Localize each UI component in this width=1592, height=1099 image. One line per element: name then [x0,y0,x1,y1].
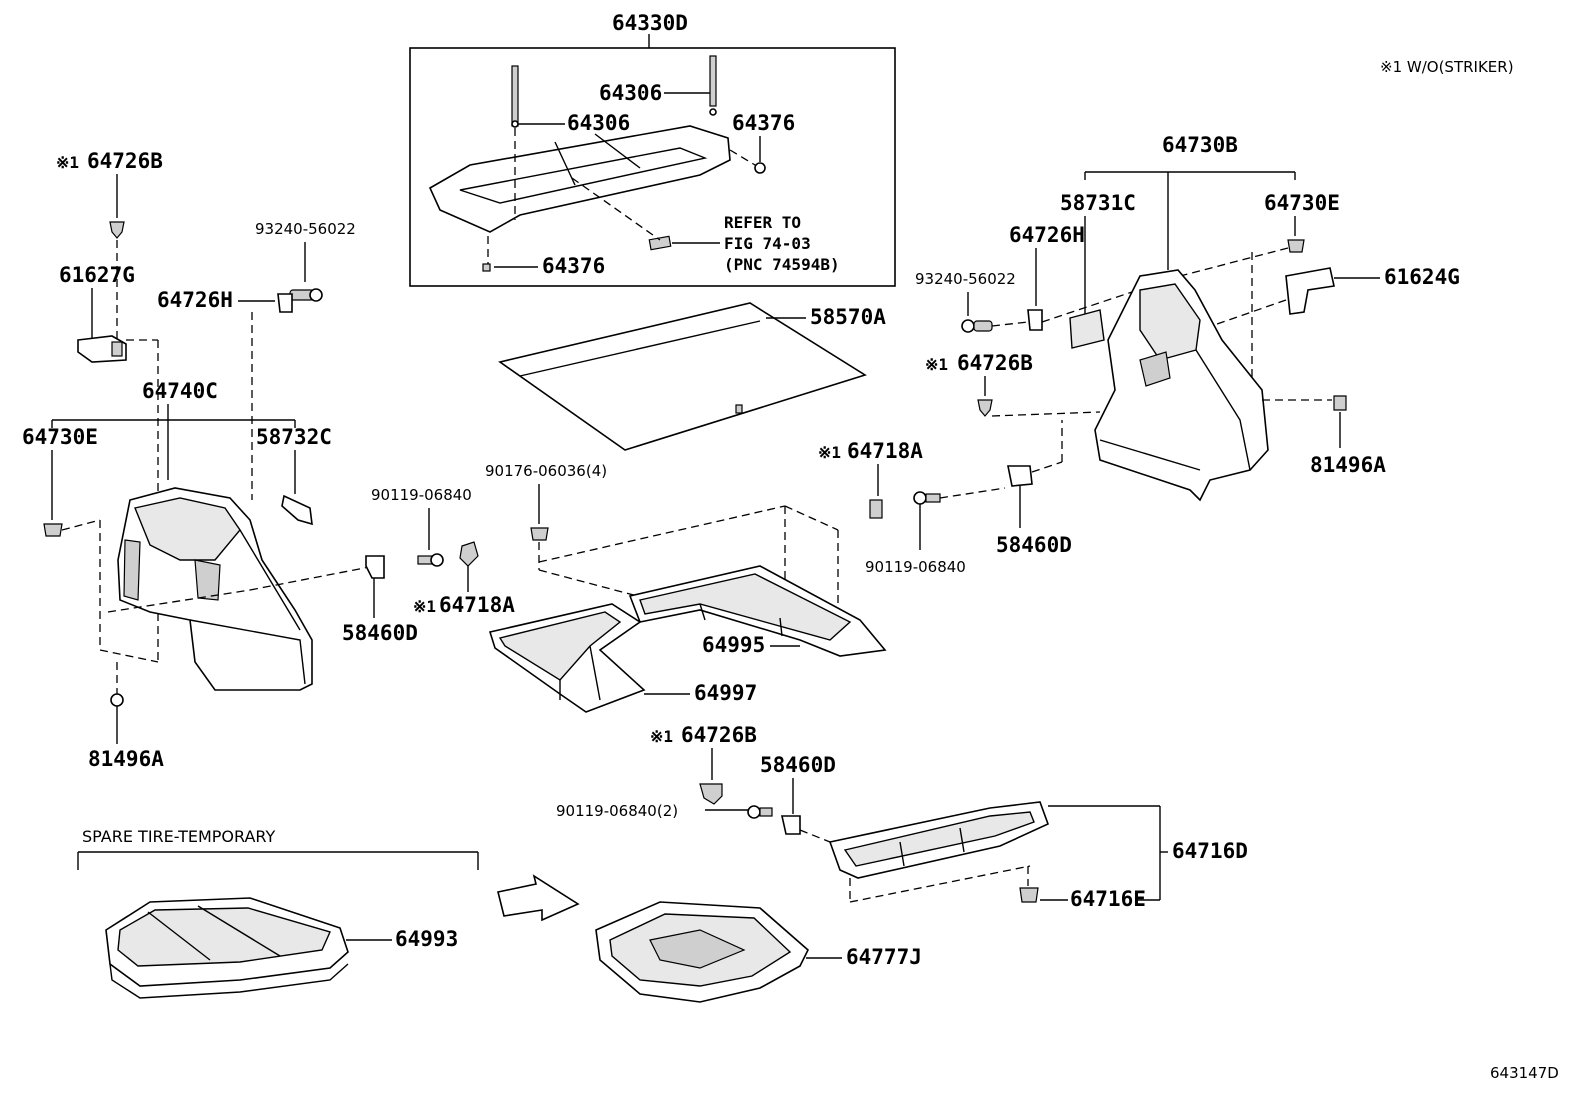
callout-64718A-a[interactable]: 64718A [439,593,515,617]
luggage-mat-58570A [498,302,867,451]
clip-64726H-right [1027,309,1043,331]
callout-61624G[interactable]: 61624G [1384,265,1460,289]
scuff-plate-64716D [828,801,1050,879]
callout-64993[interactable]: 64993 [395,927,458,951]
callout-64376-b[interactable]: 64376 [542,254,605,278]
clip-81496A-left [110,693,124,707]
side-trim-64740C [117,487,313,691]
callout-64726B-b[interactable]: 64726B [957,351,1033,375]
figure-code: 643147D [1490,1064,1559,1082]
marker-1-64726B-b: ※1 [925,355,948,374]
group-spare-tire: SPARE TIRE-TEMPORARY 64993 64777J [77,827,922,1003]
refer-note-line3: (PNC 74594B) [724,255,840,274]
bolt-93240-right [961,319,993,333]
deck-board-64777J [595,901,809,1003]
nut-58460D-lower [781,815,801,835]
callout-90119-06840-a[interactable]: 90119-06840 [371,486,472,504]
clip-64376-left [482,263,491,272]
note-without-striker: ※1 W/O(STRIKER) [1380,58,1514,76]
callout-64726H-b[interactable]: 64726H [1009,223,1085,247]
screw-90119-lower [747,805,773,819]
marker-1-64726B-a: ※1 [56,153,79,172]
screw-90119-left [417,553,444,567]
pad-58731C [1069,309,1105,349]
callout-90176-06036[interactable]: 90176-06036(4) [485,462,607,480]
callout-64330D[interactable]: 64330D [612,11,688,35]
clip-64726H-left [277,293,293,313]
bracket-58732C [281,494,313,526]
group-64740C: ※1 64726B 61627G 93240-56022 64726H 6474… [22,149,381,771]
tray-64995 [628,565,887,657]
callout-58732C[interactable]: 58732C [256,425,332,449]
callout-81496A-a[interactable]: 81496A [88,747,164,771]
callout-64726B-c[interactable]: 64726B [681,723,757,747]
nut-58460D-left [365,555,385,579]
tonneau-cover [428,125,731,251]
callout-58460D-c[interactable]: 58460D [760,753,836,777]
storage-box-64993 [105,897,349,999]
callout-58460D-a[interactable]: 58460D [342,621,418,645]
center-left-fasteners: 90119-06840 58460D ※1 64718A [342,486,515,645]
clip-64726B-right [977,399,993,417]
callout-93240-56022-b[interactable]: 93240-56022 [915,270,1016,288]
callout-64376-a[interactable]: 64376 [732,111,795,135]
bracket-61627G [77,335,127,363]
center-right-fasteners: ※1 64718A 90119-06840 58460D [818,420,1072,576]
group-64730B: 64730B 58731C 64730E 61624G 64726H 93240… [915,133,1460,502]
callout-64730E-b[interactable]: 64730E [1264,191,1340,215]
clip-64726B-lower [699,783,723,805]
callout-61627G[interactable]: 61627G [59,263,135,287]
arrow-indicator [497,874,580,922]
spare-tire-title: SPARE TIRE-TEMPORARY [82,827,276,846]
refer-note-line2: FIG 74-03 [724,234,811,253]
callout-64997[interactable]: 64997 [694,681,757,705]
group-64330D: 64330D 64306 64306 64376 [409,11,896,287]
rod-64306-right [709,55,717,116]
marker-1-64718A-b: ※1 [818,443,841,462]
marker-1-64718A-a: ※1 [413,597,436,616]
rod-64306-left [511,65,519,128]
callout-58731C[interactable]: 58731C [1060,191,1136,215]
callout-64726H-a[interactable]: 64726H [157,288,233,312]
clip-64716E [1019,887,1039,903]
callout-64306-a[interactable]: 64306 [567,111,630,135]
clip-64730E-right [1287,239,1305,253]
refer-note-line1: REFER TO [724,213,801,232]
callout-64740C[interactable]: 64740C [142,379,218,403]
callout-64995[interactable]: 64995 [702,633,765,657]
callout-64716D[interactable]: 64716D [1172,839,1248,863]
callout-90119-06840-b[interactable]: 90119-06840 [865,558,966,576]
group-trays: 90176-06036(4) 64997 64995 [485,462,887,713]
marker-1-64726B-c: ※1 [650,727,673,746]
group-64716D: ※1 64726B 58460D 90119-06840(2) 64716D 6… [556,723,1248,911]
callout-64777J[interactable]: 64777J [846,945,922,969]
clip-64730E-left [43,523,63,537]
tray-64997 [488,603,646,713]
bracket-61624G [1285,267,1335,315]
side-trim-64730B [1094,269,1269,502]
callout-64730E-a[interactable]: 64730E [22,425,98,449]
callout-64718A-b[interactable]: 64718A [847,439,923,463]
clip-90176-06036 [530,527,549,541]
callout-58570A[interactable]: 58570A [810,305,886,329]
bolt-93240-left [289,288,323,302]
callout-64306-b[interactable]: 64306 [599,81,662,105]
clip-64376-right [754,162,766,174]
callout-64730B[interactable]: 64730B [1162,133,1238,157]
callout-90119-06840-c[interactable]: 90119-06840(2) [556,802,678,820]
clip-64726B-left [109,221,125,239]
clip-64718A-left [459,541,479,567]
clip-64718A-right [869,499,883,519]
group-frame-64330D [409,47,896,287]
screw-90119-right [913,491,941,505]
callout-64726B-a[interactable]: 64726B [87,149,163,173]
callout-58460D-b[interactable]: 58460D [996,533,1072,557]
group-58570A: 58570A [498,302,886,451]
clip-81496A-right [1333,395,1347,411]
callout-81496A-b[interactable]: 81496A [1310,453,1386,477]
nut-58460D-right [1007,465,1033,487]
callout-93240-56022-a[interactable]: 93240-56022 [255,220,356,238]
callout-64716E[interactable]: 64716E [1070,887,1146,911]
